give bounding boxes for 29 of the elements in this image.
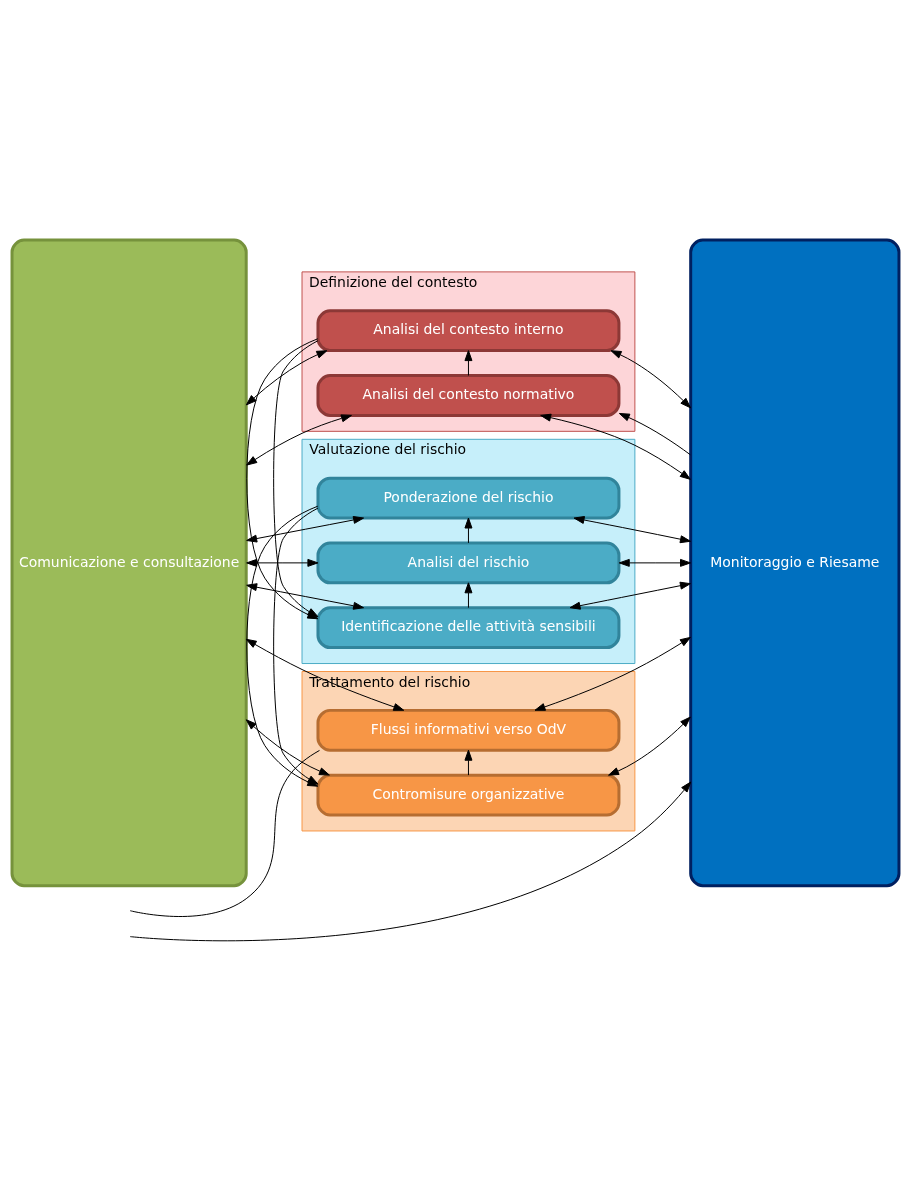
- node-box: Analisi del contesto interno: [316, 308, 621, 352]
- arrow: [464, 749, 473, 776]
- arrow: [464, 517, 473, 543]
- arrow: [246, 413, 352, 466]
- arrow: [246, 558, 319, 567]
- arrow: [540, 413, 691, 480]
- arrow: [246, 582, 365, 610]
- arrow: [569, 581, 691, 610]
- arrow: [618, 558, 691, 567]
- arrow: [618, 412, 691, 455]
- arrow: [245, 349, 328, 405]
- node-box: Ponderazione del rischio: [316, 476, 621, 520]
- arrow: [245, 718, 330, 776]
- arrow: [129, 781, 692, 941]
- node-box: Monitoraggio e Riesame: [689, 238, 901, 887]
- node-box: Flussi informativi verso OdV: [316, 708, 621, 752]
- arrow: [245, 638, 405, 711]
- arrow: [534, 636, 691, 711]
- arrow: [608, 716, 691, 776]
- arrow: [573, 515, 691, 543]
- node-box: Analisi del contesto normativo: [316, 373, 621, 417]
- node-box: Contromisure organizzative: [316, 773, 621, 816]
- arrow: [464, 349, 473, 376]
- node-box: Identificazione delle attività sensibili: [316, 605, 621, 649]
- node-box: Comunicazione e consultazione: [10, 238, 248, 887]
- node-box: Analisi del rischio: [316, 540, 621, 584]
- arrow: [464, 581, 473, 608]
- arrow: [246, 515, 365, 543]
- arrow: [610, 349, 691, 408]
